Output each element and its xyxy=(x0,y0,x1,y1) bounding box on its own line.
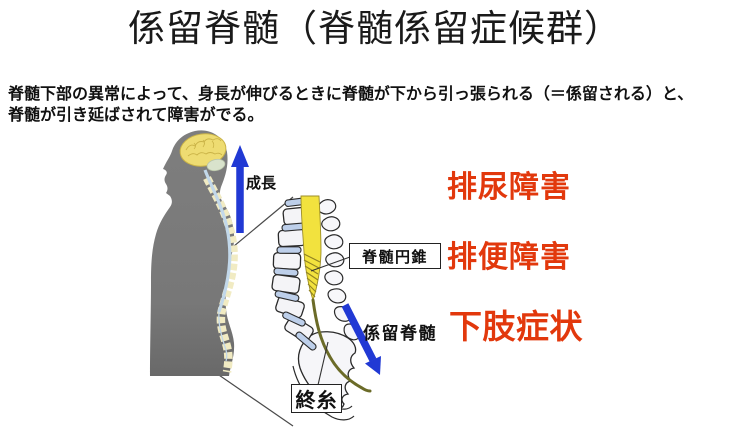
spinous-process xyxy=(325,252,345,268)
conus-medullaris xyxy=(300,195,322,302)
spinous-process xyxy=(321,216,341,232)
description-line-2: 脊髄が引き延ばされて障害がでる。 xyxy=(8,107,264,124)
cerebellum xyxy=(206,158,226,172)
conus-hatching xyxy=(303,253,321,298)
body-silhouette xyxy=(150,130,238,376)
spinal-cord xyxy=(203,169,232,313)
spinous-process xyxy=(324,234,344,250)
disc xyxy=(282,311,306,327)
conus-label-box: 脊髄円錐 xyxy=(349,243,441,269)
vertebra xyxy=(277,228,307,248)
vertebra xyxy=(272,252,302,270)
spinous-process xyxy=(327,288,347,304)
page-title: 係留脊髄（脊髄係留症候群） xyxy=(128,8,622,49)
spinous-process xyxy=(324,270,344,286)
brain xyxy=(179,133,227,172)
vertebra xyxy=(271,274,301,294)
description-line-1: 脊髄下部の異常によって、身長が伸びるときに脊髄が下から引っ張られる（＝係留される… xyxy=(8,86,694,103)
disc xyxy=(276,246,302,254)
conus-label: 脊髄円錐 xyxy=(361,248,428,266)
tether-arrow-icon xyxy=(341,303,381,375)
conus-leader-line xyxy=(310,256,351,272)
growth-arrow-label: 成長 xyxy=(246,175,277,192)
description: 脊髄下部の異常によって、身長が伸びるときに脊髄が下から引っ張られる（＝係留される… xyxy=(8,84,748,126)
tethered-cord-label: 係留脊髄 xyxy=(363,324,437,343)
filum-label-box: 終糸 xyxy=(291,384,342,413)
growth-arrow-icon xyxy=(231,145,249,233)
filum-terminale xyxy=(311,298,372,393)
filum-label: 終糸 xyxy=(295,390,338,412)
disc xyxy=(274,290,300,302)
pelvis-curve-outer xyxy=(292,365,355,421)
disc xyxy=(273,267,299,277)
disc xyxy=(295,331,317,351)
vertebral-column xyxy=(203,176,238,373)
symptom-urination: 排尿障害 xyxy=(447,171,571,204)
filum-leader-line xyxy=(317,341,329,386)
symptom-defecation: 排便障害 xyxy=(447,241,571,274)
symptom-lower-limb: 下肢症状 xyxy=(449,308,583,345)
filum-in-body xyxy=(218,311,228,362)
